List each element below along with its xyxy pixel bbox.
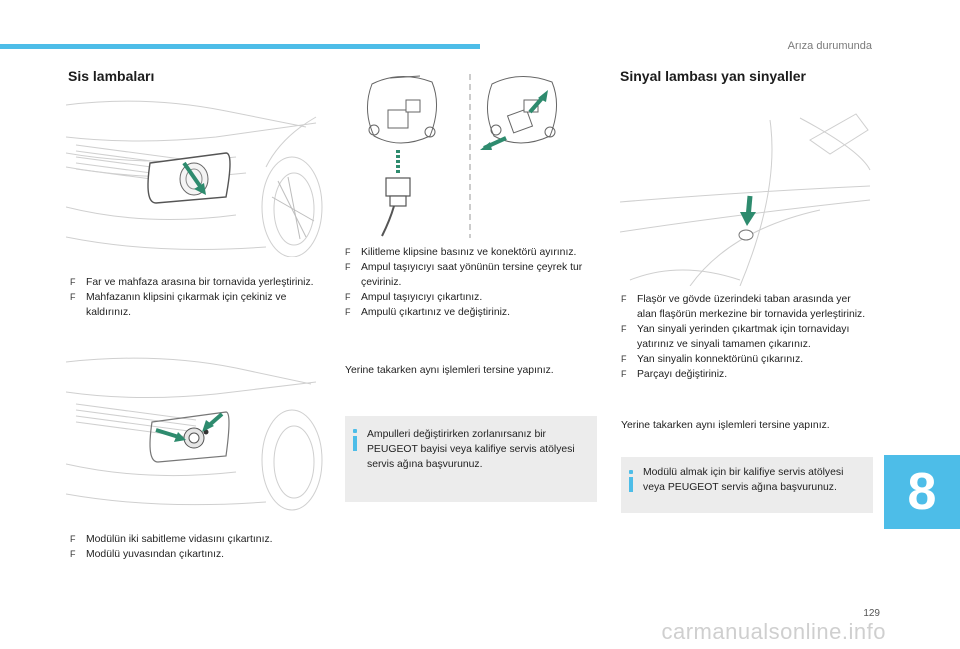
- header-accent-bar: [0, 44, 480, 49]
- side-indicator-info-note: Modülü almak için bir kalifiye servis at…: [621, 457, 873, 513]
- fog-lamps-heading: Sis lambaları: [68, 68, 155, 84]
- fog-lamp-cover-illustration: [66, 97, 324, 257]
- side-indicator-heading: Sinyal lambası yan sinyaller: [620, 68, 806, 84]
- info-icon: [353, 429, 357, 451]
- chapter-tab: 8: [884, 455, 960, 529]
- bulb-refit-text: Yerine takarken aynı işlemleri tersine y…: [345, 365, 554, 376]
- side-indicator-note-text: Modülü almak için bir kalifiye servis at…: [643, 467, 844, 493]
- side-indicator-illustration: [620, 110, 872, 286]
- bulb-holder-illustration: [360, 70, 570, 238]
- section-header: Arıza durumunda: [787, 40, 872, 52]
- watermark: carmanualsonline.info: [661, 619, 886, 644]
- bulb-info-note: Ampulleri değiştirirken zorlanırsanız bi…: [345, 416, 597, 502]
- bulb-note-text: Ampulleri değiştirirken zorlanırsanız bi…: [367, 429, 575, 470]
- side-indicator-refit-text: Yerine takarken aynı işlemleri tersine y…: [621, 420, 830, 431]
- fog-lamp-module-illustration: [66, 352, 324, 512]
- info-icon: [629, 470, 633, 492]
- page-number: 129: [863, 608, 880, 619]
